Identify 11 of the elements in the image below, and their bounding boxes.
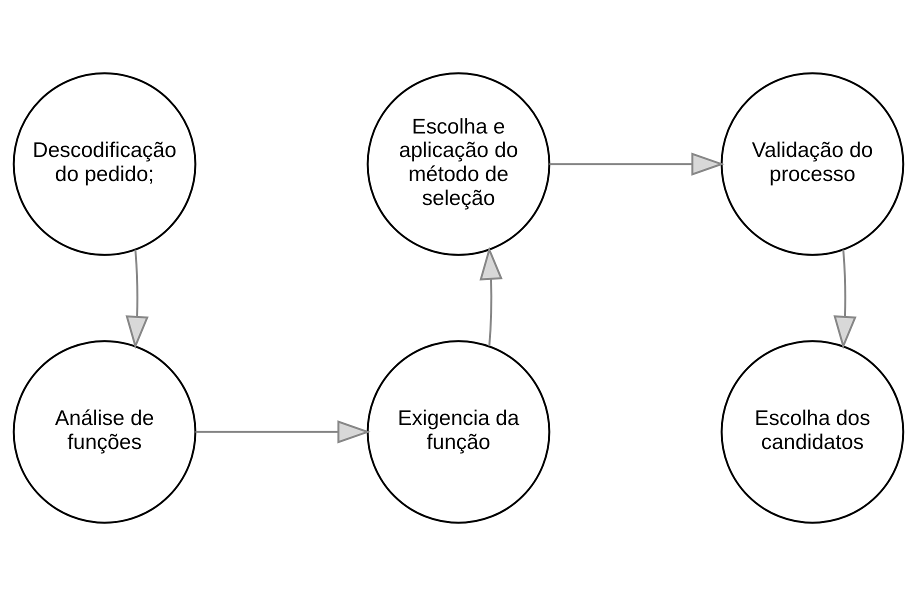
node-circle: Escolha dos candidatos xyxy=(720,340,904,524)
node-circle: Validação do processo xyxy=(720,72,904,256)
node-circle: Exigencia da função xyxy=(366,340,550,524)
arrow xyxy=(549,152,725,176)
arrow xyxy=(126,250,149,350)
node-circle: Descodificação do pedido; xyxy=(12,72,196,256)
arrow xyxy=(833,250,857,350)
node-circle: Análise de funções xyxy=(12,340,196,524)
arrow xyxy=(195,420,371,444)
node-circle: Escolha e aplicação do método de seleção xyxy=(366,72,550,256)
arrow xyxy=(479,246,503,346)
